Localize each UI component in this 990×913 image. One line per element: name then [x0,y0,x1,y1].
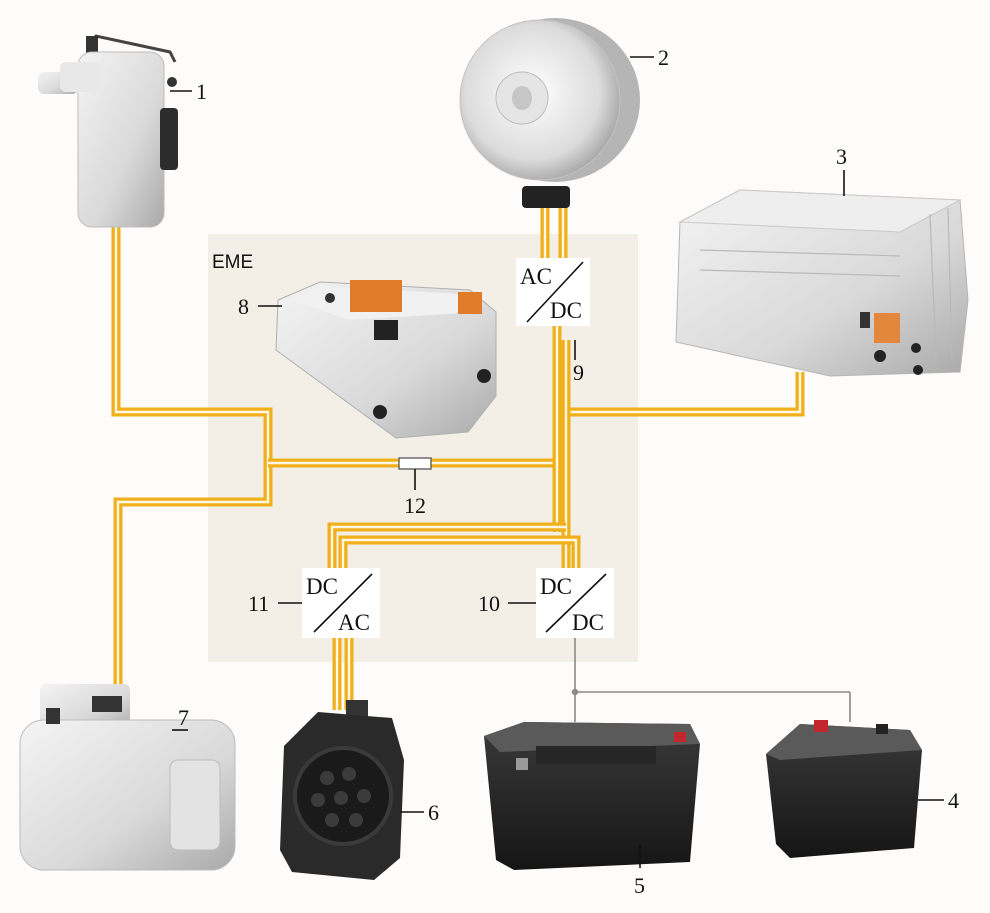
converter-dc-ac-top: DC [306,574,338,599]
converter-ac-dc-top: AC [520,264,552,289]
converter-dc-dc-top: DC [540,574,572,599]
converter-dc-ac-bottom: AC [338,610,370,635]
component-2-label: 2 [658,45,669,70]
electric-ac-compressor-icon [19,684,236,871]
electric-motor-icon [459,18,654,208]
coolant-heater-icon [38,34,192,228]
converter-dc-dc-bottom: DC [572,610,604,635]
component-8-label: 8 [238,294,249,319]
component-1-label: 1 [196,79,207,104]
converter-10-label: 10 [478,591,500,616]
converter-9-label: 9 [573,360,584,385]
auxiliary-battery-icon [766,720,944,858]
component-5-label: 5 [634,873,645,898]
lv-wiring [571,638,851,722]
eme-control-unit-icon [258,280,497,439]
high-voltage-battery-icon [675,170,969,377]
converter-ac-dc-bottom: DC [550,298,582,323]
component-6-label: 6 [428,800,439,825]
fuse-icon [398,457,432,490]
component-7-label: 7 [178,705,189,730]
converter-dc-dc: DC DC [508,568,614,638]
converter-dc-ac: DC AC [278,568,380,638]
12v-battery-icon [484,722,700,870]
eme-label: EME [212,252,253,273]
component-3-label: 3 [836,144,847,169]
converter-11-label: 11 [248,591,269,616]
component-4-label: 4 [948,788,959,813]
converter-ac-dc: AC DC [516,258,590,360]
charging-socket-icon [280,700,424,880]
fuse-label: 12 [404,493,426,518]
